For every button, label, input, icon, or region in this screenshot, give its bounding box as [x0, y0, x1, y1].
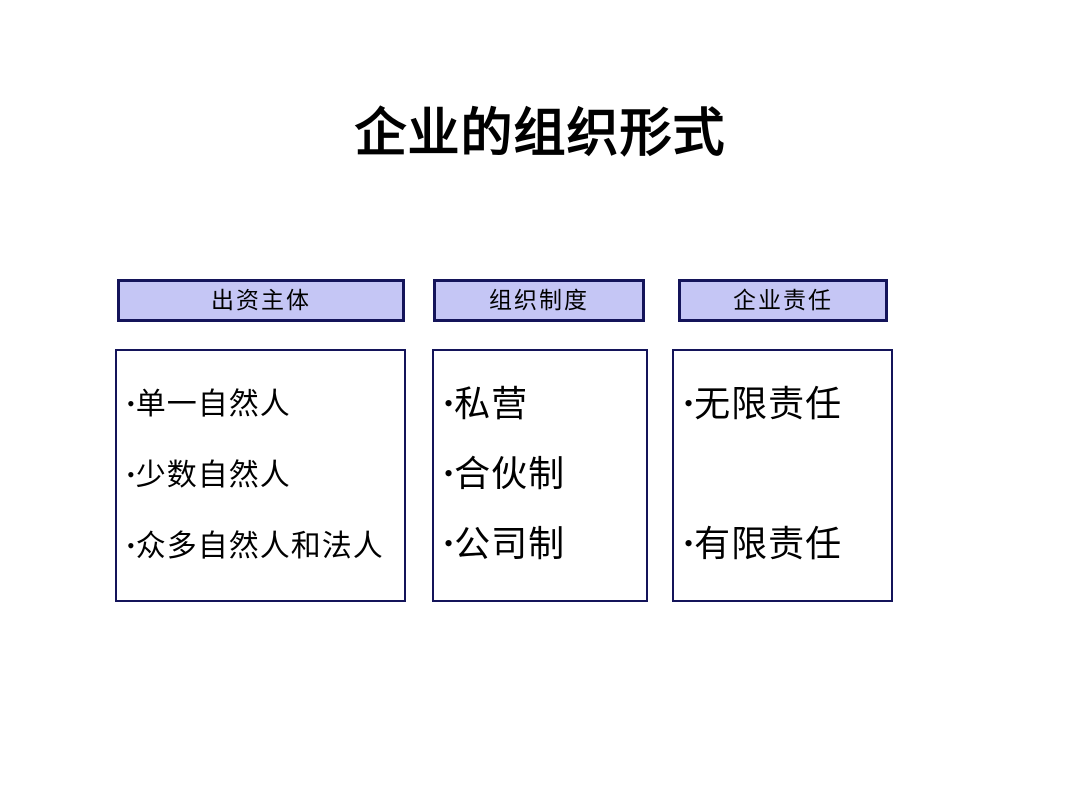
list-item[interactable]: •无限责任: [684, 369, 885, 439]
list-item-label: 单一自然人: [135, 388, 291, 421]
list-item[interactable]: •少数自然人: [127, 440, 398, 511]
column-header-label: 企业责任: [733, 287, 833, 313]
column-header-funding-entity[interactable]: 出资主体: [117, 279, 405, 322]
bullet-dot-icon: •: [127, 533, 136, 558]
column-header-label: 出资主体: [211, 287, 311, 313]
bullet-dot-icon: •: [444, 459, 455, 488]
bullet-dot-icon: •: [684, 389, 695, 418]
column-content-organization-system: •私营 •合伙制 •公司制: [432, 349, 648, 602]
column-content-enterprise-liability: •无限责任 •有限责任: [672, 349, 893, 602]
bullet-list: •无限责任 •有限责任: [684, 369, 885, 579]
column-header-enterprise-liability[interactable]: 企业责任: [678, 279, 888, 322]
list-item[interactable]: •私营: [444, 369, 640, 439]
bullet-list: •私营 •合伙制 •公司制: [444, 369, 640, 579]
page-title: 企业的组织形式: [354, 105, 726, 163]
list-item-label: 私营: [454, 384, 529, 424]
list-item-label: 无限责任: [694, 384, 843, 424]
column-content-funding-entity: •单一自然人 •少数自然人 •众多自然人和法人: [115, 349, 406, 602]
list-item-label: 少数自然人: [135, 459, 291, 492]
list-item[interactable]: •众多自然人和法人: [127, 511, 398, 582]
list-item-label: 有限责任: [694, 524, 843, 564]
bullet-dot-icon: •: [444, 389, 455, 418]
list-item-label: 众多自然人和法人: [135, 530, 384, 563]
column-header-label: 组织制度: [489, 287, 589, 313]
bullet-dot-icon: •: [444, 529, 455, 558]
bullet-dot-icon: •: [684, 529, 695, 558]
column-header-organization-system[interactable]: 组织制度: [433, 279, 645, 322]
bullet-dot-icon: •: [127, 391, 136, 416]
list-item[interactable]: •合伙制: [444, 439, 640, 509]
bullet-list: •单一自然人 •少数自然人 •众多自然人和法人: [127, 369, 398, 582]
list-item[interactable]: •公司制: [444, 509, 640, 579]
list-item[interactable]: •有限责任: [684, 509, 885, 579]
list-item-label: 合伙制: [454, 454, 566, 494]
bullet-dot-icon: •: [127, 462, 136, 487]
list-item-label: 公司制: [454, 524, 566, 564]
list-item[interactable]: •单一自然人: [127, 369, 398, 440]
